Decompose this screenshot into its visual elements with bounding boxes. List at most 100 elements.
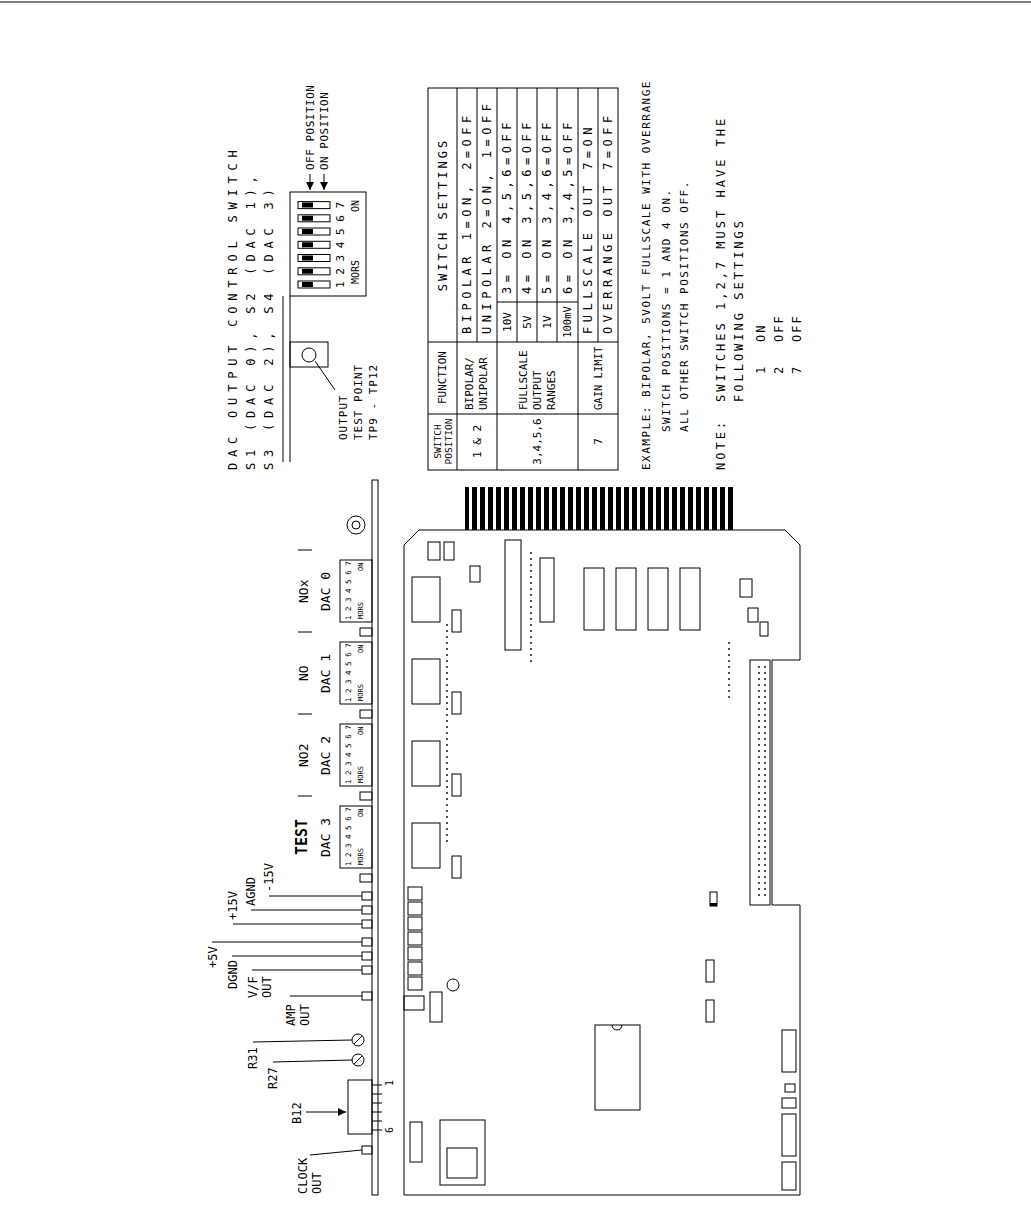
pin: [362, 952, 372, 960]
pin-number: 6: [384, 1127, 396, 1133]
switch-cell: [408, 977, 422, 990]
pin-label: DGND: [226, 960, 240, 989]
position-arrow: [324, 174, 325, 190]
table-header: SWITCH POSITION: [428, 414, 457, 470]
table-cell: FULLSCALE OUTPUT RANGES: [497, 342, 578, 414]
pin-label: V/F OUT: [246, 972, 274, 998]
test-point: [360, 792, 372, 800]
switch-marking: MORS: [357, 848, 366, 865]
leader-line: [315, 361, 335, 390]
component: [412, 659, 440, 704]
connector: [785, 1084, 795, 1092]
channel-name: NO2: [296, 744, 312, 767]
switch-numbers: 1 2 3 4 5 6 7: [344, 643, 353, 702]
pin: [362, 892, 372, 900]
diode: [710, 892, 717, 906]
large-ic: [595, 1025, 640, 1110]
connector: [782, 1030, 796, 1072]
note-text: NOTE:: [712, 419, 730, 470]
connector: [750, 660, 770, 905]
switch-numbers: 1 2 3 4 5 6 7: [344, 725, 353, 784]
jack: [352, 521, 360, 529]
pin-label: AGND: [244, 877, 258, 906]
jack: [347, 516, 365, 534]
ic: [584, 568, 604, 630]
switch-marking: MORS: [350, 260, 362, 284]
settings-table: [428, 88, 618, 470]
ic-notch: [612, 1025, 622, 1030]
pin: [362, 1146, 372, 1154]
setting-number: 2: [772, 367, 786, 374]
dip-switch-body: [290, 192, 366, 296]
pin: [362, 920, 372, 928]
connector-pins: [372, 1085, 382, 1130]
table-header: SWITCH SETTINGS: [428, 88, 457, 342]
pin: [362, 938, 372, 946]
board-edge: [372, 480, 378, 1195]
table-cell: 6= ON 3,4,5=OFF: [557, 88, 578, 302]
table-grid: [428, 88, 618, 470]
panel-bracket: [283, 296, 290, 462]
test-point: [360, 628, 372, 636]
dip-switch: [340, 642, 372, 704]
table-cell: FULLSCALE OUT 7=ON: [578, 88, 598, 342]
circuit-board: [404, 487, 800, 1195]
pin-label: +5V: [206, 946, 220, 968]
ic: [648, 568, 668, 630]
switch-numbers: 1 2 3 4 5 6 7: [344, 807, 353, 866]
component: [760, 622, 768, 636]
table-cell: 5= ON 3,4,6=OFF: [537, 88, 557, 302]
switch-numbers: 1 2 3 4 5 6 7: [344, 561, 353, 620]
component: [706, 960, 714, 982]
ic: [616, 568, 636, 630]
channel-name: TEST: [293, 819, 311, 855]
callout-text: OUTPUT TEST POINT TP9 - TP12: [336, 359, 381, 440]
table-cell: UNIPOLAR 2=ON, 1=OFF: [477, 88, 497, 342]
component: [412, 577, 440, 622]
pin: [362, 906, 372, 914]
test-point-mount: [290, 342, 328, 367]
dip-switch: [340, 724, 372, 786]
leader-lines: [212, 896, 362, 1155]
table-cell: 7: [578, 414, 618, 470]
resistor: [452, 692, 461, 714]
switch-marking: MORS: [357, 684, 366, 701]
resistor: [452, 856, 461, 878]
switch-numbers: 1 2 3 4 5 6 7: [334, 202, 347, 288]
dip-switch: [340, 806, 372, 868]
setting-number: 1: [754, 367, 768, 374]
test-point: [360, 874, 372, 882]
leader-arrow: [306, 1112, 346, 1113]
setting-value: OFF: [790, 314, 804, 342]
dip-switch: [340, 560, 372, 622]
note-text: SWITCHES 1,2,7 MUST HAVE THE FOLLOWING S…: [712, 110, 748, 402]
setting-number: 7: [790, 367, 804, 374]
component: [404, 996, 424, 1010]
connector: [782, 1162, 796, 1190]
switch-marking: ON: [357, 727, 366, 735]
part-label: R27: [266, 1067, 280, 1089]
dac-label: DAC 2: [318, 736, 334, 775]
dac-label: DAC 3: [318, 818, 334, 857]
edge-fingers: [465, 487, 735, 530]
board-edge-view: [212, 480, 382, 1195]
resistor-pack: [505, 540, 521, 650]
connector-pins: [754, 665, 766, 900]
resistor: [452, 774, 461, 796]
pin-label: CLOCK OUT: [296, 1154, 324, 1194]
potentiometer: [352, 1034, 364, 1046]
detail-title: DAC OUTPUT CONTROL SWITCH S1 (DAC 0), S2…: [224, 137, 278, 470]
table-cell: 10V: [497, 302, 517, 342]
potentiometer-slot: [354, 1036, 362, 1044]
table-cell: BIPOLAR/ UNIPOLAR: [457, 342, 497, 414]
component: [412, 741, 440, 786]
connector: [782, 1114, 796, 1156]
potentiometer-slot: [354, 1056, 362, 1064]
component: [740, 579, 752, 597]
ic: [540, 558, 554, 622]
component: [444, 542, 454, 560]
table-cell: 3,4,5,6: [497, 414, 578, 470]
switch-cell: [408, 902, 422, 915]
callout-text: OFF POSITION: [304, 85, 317, 170]
